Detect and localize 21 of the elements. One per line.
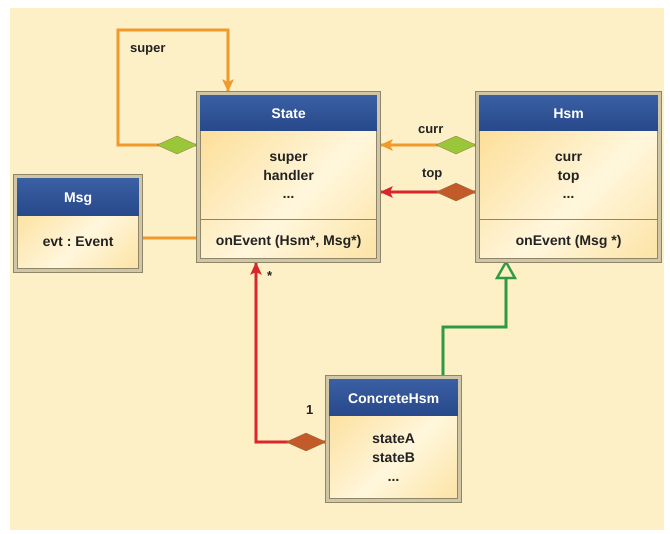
class-box: [476, 92, 661, 262]
method-signature: onEvent (Msg *): [516, 232, 622, 248]
attribute-list: super handler ...: [263, 146, 314, 204]
attribute-list: curr top ...: [554, 146, 582, 204]
inheritance-arrow: [442, 260, 516, 376]
aggregation-arrow: [116, 28, 234, 154]
aggregation-arrow: [250, 262, 326, 452]
connector-line: [142, 236, 197, 240]
method-signature: onEvent (Hsm*, Msg*): [216, 232, 362, 248]
aggregation-arrow: [380, 136, 476, 154]
class-name: Msg: [64, 189, 92, 205]
class-box: [14, 175, 142, 272]
class-box: [326, 376, 461, 502]
multiplicity-label: 1: [304, 402, 316, 417]
attribute-list: evt : Event: [42, 233, 114, 249]
aggregation-arrow: [380, 182, 476, 202]
class-name: State: [271, 105, 306, 121]
class-name: Hsm: [553, 105, 584, 121]
attribute-list: stateA stateB ...: [372, 429, 415, 486]
class-name: ConcreteHsm: [348, 390, 440, 406]
class-box: [197, 92, 380, 262]
